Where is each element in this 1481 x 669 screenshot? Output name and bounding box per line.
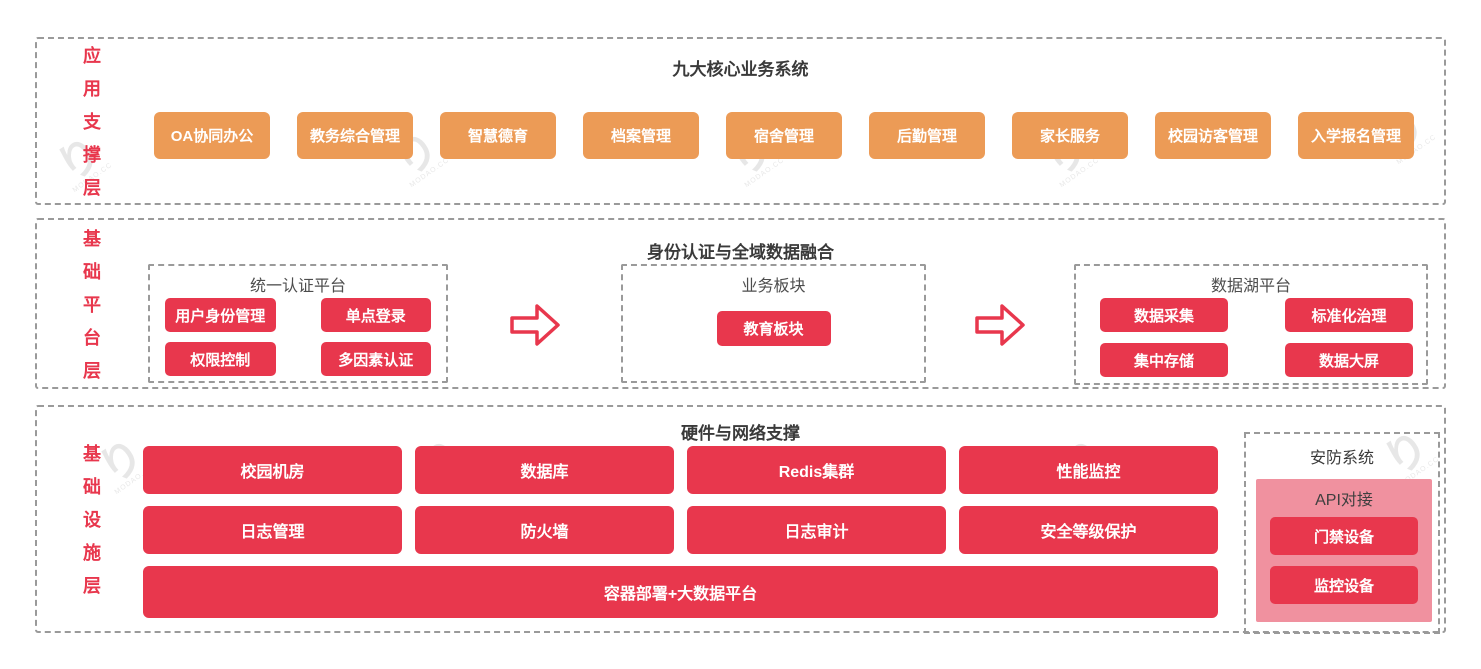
group-title-security-system: 安防系统 bbox=[1309, 450, 1374, 467]
layer-platform: 基础平台层 身份认证与全域数据融合 统一认证平台 用户身份管理 单点登录 权限控… bbox=[35, 218, 1446, 394]
btn-container-bigdata-platform[interactable]: 容器部署+大数据平台 bbox=[143, 566, 1218, 618]
layer-title-hardware-network: 硬件与网络支撑 bbox=[681, 424, 800, 443]
btn-permission-control[interactable]: 权限控制 bbox=[165, 342, 276, 376]
layer-title-core-systems: 九大核心业务系统 bbox=[672, 60, 809, 79]
security-device-buttons: 门禁设备 监控设备 bbox=[1270, 517, 1418, 604]
btn-smart-moral-education[interactable]: 智慧德育 bbox=[440, 112, 556, 159]
btn-log-audit[interactable]: 日志审计 bbox=[687, 506, 946, 554]
btn-education-section[interactable]: 教育板块 bbox=[716, 311, 831, 346]
btn-archive-management[interactable]: 档案管理 bbox=[583, 112, 699, 159]
unified-auth-grid: 用户身份管理 单点登录 权限控制 多因素认证 bbox=[165, 298, 431, 376]
btn-standardized-governance[interactable]: 标准化治理 bbox=[1285, 298, 1413, 332]
btn-data-collection[interactable]: 数据采集 bbox=[1100, 298, 1228, 332]
layer-label-platform: 基础平台层 bbox=[81, 228, 101, 394]
group-unified-auth-platform: 统一认证平台 用户身份管理 单点登录 权限控制 多因素认证 bbox=[148, 264, 448, 383]
btn-multi-factor-auth[interactable]: 多因素认证 bbox=[320, 342, 431, 376]
panel-title-api-integration: API对接 bbox=[1315, 492, 1373, 509]
btn-logistics-management[interactable]: 后勤管理 bbox=[869, 112, 985, 159]
btn-centralized-storage[interactable]: 集中存储 bbox=[1100, 343, 1228, 377]
btn-database[interactable]: 数据库 bbox=[415, 446, 674, 494]
btn-single-sign-on[interactable]: 单点登录 bbox=[320, 298, 431, 332]
flow-right-arrow-icon bbox=[975, 304, 1025, 346]
btn-log-management[interactable]: 日志管理 bbox=[143, 506, 402, 554]
group-business-section: 业务板块 教育板块 bbox=[621, 264, 926, 383]
flow-right-arrow-icon bbox=[510, 304, 560, 346]
btn-security-level-protection[interactable]: 安全等级保护 bbox=[959, 506, 1218, 554]
btn-campus-server-room[interactable]: 校园机房 bbox=[143, 446, 402, 494]
btn-access-control-device[interactable]: 门禁设备 bbox=[1270, 517, 1418, 555]
data-lake-grid: 数据采集 标准化治理 集中存储 数据大屏 bbox=[1100, 298, 1413, 377]
btn-data-dashboard[interactable]: 数据大屏 bbox=[1285, 343, 1413, 377]
layer-application-support: 应用支撑层 九大核心业务系统 OA协同办公 教务综合管理 智慧德育 档案管理 宿… bbox=[35, 37, 1446, 211]
group-title-unified-auth: 统一认证平台 bbox=[249, 278, 346, 295]
btn-performance-monitoring[interactable]: 性能监控 bbox=[959, 446, 1218, 494]
btn-redis-cluster[interactable]: Redis集群 bbox=[687, 446, 946, 494]
layer-infrastructure: 基础设施层 硬件与网络支撑 校园机房 数据库 Redis集群 性能监控 日志管理… bbox=[35, 405, 1446, 634]
layer-label-application-support: 应用支撑层 bbox=[81, 46, 101, 211]
btn-surveillance-device[interactable]: 监控设备 bbox=[1270, 566, 1418, 604]
btn-firewall[interactable]: 防火墙 bbox=[415, 506, 674, 554]
core-systems-row: OA协同办公 教务综合管理 智慧德育 档案管理 宿舍管理 后勤管理 家长服务 校… bbox=[154, 112, 1414, 159]
api-integration-panel: API对接 门禁设备 监控设备 bbox=[1256, 479, 1432, 622]
layer-label-infrastructure: 基础设施层 bbox=[81, 444, 101, 609]
btn-user-identity-management[interactable]: 用户身份管理 bbox=[165, 298, 276, 332]
infrastructure-grid: 校园机房 数据库 Redis集群 性能监控 日志管理 防火墙 日志审计 安全等级… bbox=[143, 446, 1218, 554]
btn-parent-services[interactable]: 家长服务 bbox=[1012, 112, 1128, 159]
group-security-system: 安防系统 API对接 门禁设备 监控设备 bbox=[1244, 432, 1440, 634]
group-title-business-section: 业务板块 bbox=[741, 278, 806, 295]
group-data-lake-platform: 数据湖平台 数据采集 标准化治理 集中存储 数据大屏 bbox=[1074, 264, 1428, 385]
btn-campus-visitor-management[interactable]: 校园访客管理 bbox=[1155, 112, 1271, 159]
btn-oa-office[interactable]: OA协同办公 bbox=[154, 112, 270, 159]
btn-enrollment-management[interactable]: 入学报名管理 bbox=[1298, 112, 1414, 159]
group-title-data-lake: 数据湖平台 bbox=[1210, 278, 1291, 295]
btn-dormitory-management[interactable]: 宿舍管理 bbox=[726, 112, 842, 159]
layer-title-identity-data-fusion: 身份认证与全域数据融合 bbox=[647, 243, 834, 262]
btn-academic-management[interactable]: 教务综合管理 bbox=[297, 112, 413, 159]
